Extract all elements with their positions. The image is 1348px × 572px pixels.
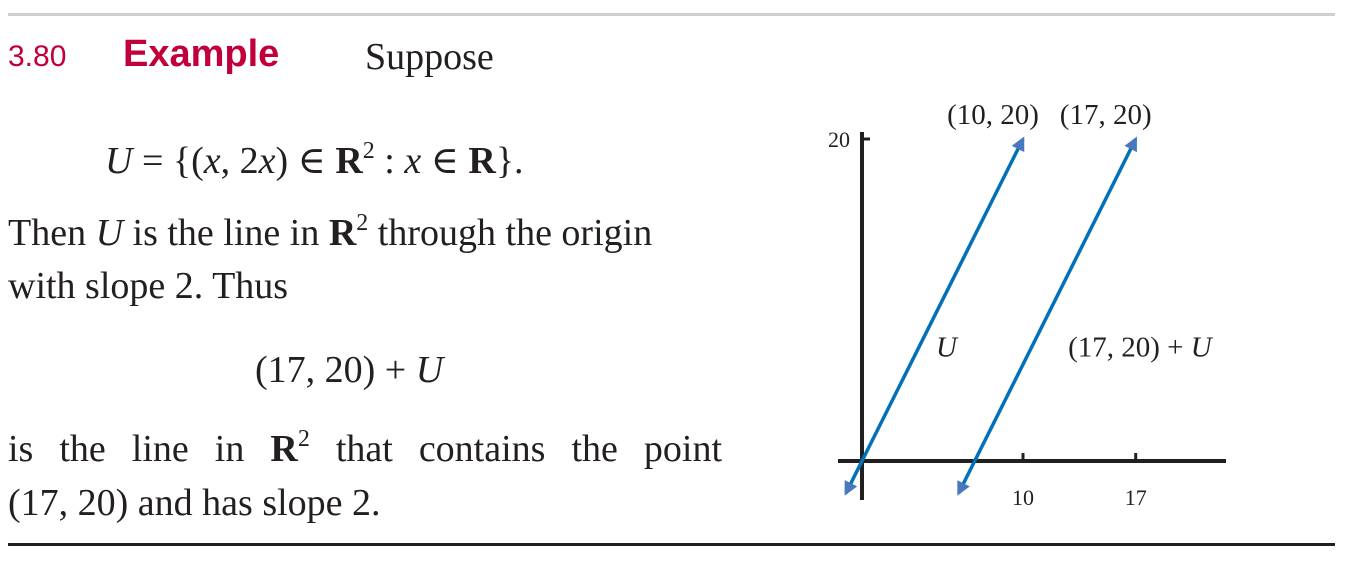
x-tick-label: 17 bbox=[1125, 485, 1147, 510]
set-U: U bbox=[105, 140, 133, 182]
text: is the line in bbox=[8, 428, 271, 470]
top-rule bbox=[8, 13, 1335, 16]
var-x: x bbox=[404, 140, 422, 182]
eq-text: : bbox=[374, 140, 405, 182]
text: Then bbox=[8, 212, 96, 254]
paragraph1-line2: with slope 2. Thus bbox=[8, 265, 289, 307]
example-number: 3.80 bbox=[8, 40, 67, 73]
var-x: x bbox=[258, 140, 276, 182]
set-U: U bbox=[95, 212, 124, 254]
set-definition: U = {(x, 2x) ∈ R2 : x ∈ R}. bbox=[105, 138, 524, 183]
eq-text: = {( bbox=[132, 140, 204, 182]
superscript: 2 bbox=[356, 210, 369, 236]
superscript: 2 bbox=[362, 138, 375, 164]
set-U: U bbox=[415, 349, 444, 391]
text: is the line in bbox=[123, 212, 329, 254]
point-label: (10, 20) bbox=[947, 99, 1039, 131]
text: through the origin bbox=[368, 212, 653, 254]
bottom-rule bbox=[8, 543, 1335, 546]
point-label: (17, 20) bbox=[1060, 99, 1152, 131]
line-translate-U bbox=[957, 136, 1138, 496]
example-label: Example bbox=[123, 33, 280, 75]
display-expression: (17, 20) + U bbox=[255, 348, 443, 392]
var-x: x bbox=[203, 140, 221, 182]
text: (17, 20) + bbox=[255, 349, 416, 391]
paragraph2-line1: is the line in R2 that contains the poin… bbox=[8, 427, 722, 471]
reals-symbol: R bbox=[468, 140, 496, 182]
text: that contains the point bbox=[309, 428, 723, 470]
line-U bbox=[844, 136, 1025, 496]
example-intro: Suppose bbox=[365, 36, 494, 78]
paragraph2-line2: (17, 20) and has slope 2. bbox=[8, 482, 381, 524]
reals-symbol: R bbox=[335, 140, 363, 182]
reals-symbol: R bbox=[270, 428, 298, 470]
eq-text: , 2 bbox=[220, 140, 259, 182]
x-tick-label: 10 bbox=[1012, 485, 1034, 510]
label-translate-U: (17, 20) + U bbox=[1068, 331, 1214, 363]
y-tick-label: 20 bbox=[828, 127, 850, 152]
eq-text: }. bbox=[495, 140, 524, 182]
eq-text: ∈ bbox=[421, 140, 469, 182]
paragraph1-line1: Then U is the line in R2 through the ori… bbox=[8, 211, 652, 255]
superscript: 2 bbox=[297, 426, 310, 452]
eq-text: ) ∈ bbox=[275, 140, 336, 182]
label-U: U bbox=[936, 331, 959, 363]
reals-symbol: R bbox=[328, 212, 357, 254]
